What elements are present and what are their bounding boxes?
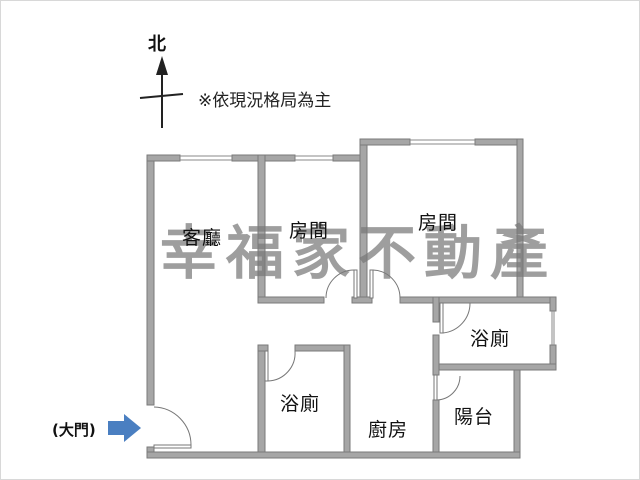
- windows: [180, 139, 555, 345]
- room-label-balcony: 陽台: [454, 406, 495, 428]
- compass-icon: [139, 56, 184, 128]
- room-label-bedroom-1: 房間: [289, 220, 330, 242]
- room-label-living-room: 客廳: [182, 227, 223, 249]
- entrance-arrow-icon: [108, 414, 141, 442]
- room-label-kitchen: 廚房: [368, 419, 409, 441]
- room-label-bathroom-2: 浴廁: [280, 393, 321, 415]
- doors: [153, 269, 471, 449]
- walls: [146, 138, 557, 459]
- north-label: 北: [148, 34, 166, 55]
- layout-note: ※依現況格局為主: [198, 91, 332, 111]
- room-label-bathroom-1: 浴廁: [470, 328, 511, 350]
- entrance-label: (大門): [52, 421, 96, 439]
- watermark-text: 幸福家不動產: [160, 219, 557, 287]
- room-label-bedroom-2: 房間: [418, 212, 459, 234]
